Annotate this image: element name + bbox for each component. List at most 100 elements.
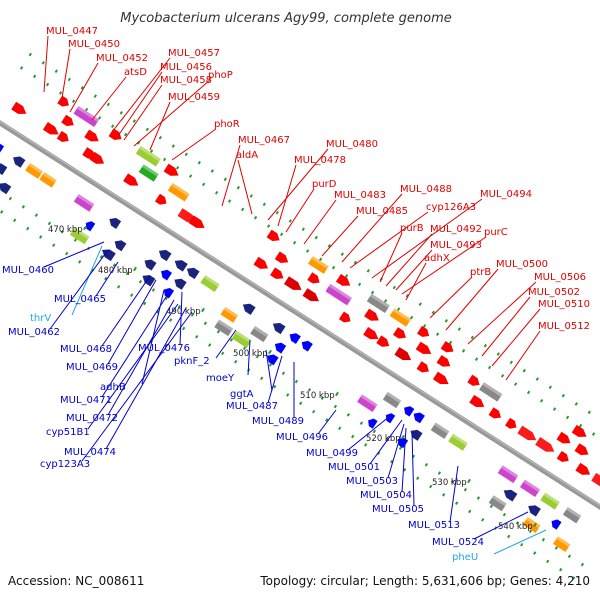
gene-arrow-shape	[416, 360, 430, 373]
ring-guide-dot	[567, 554, 572, 559]
reverse-gene-arrow	[301, 340, 314, 352]
ring-guide-dot	[221, 351, 225, 356]
gene-box-shine	[42, 172, 57, 183]
reverse-label-line	[87, 303, 179, 430]
reverse-gene-label: MUL_0505	[372, 504, 424, 515]
ring-guide-dot	[500, 373, 505, 378]
reverse-gene-arrow	[0, 143, 5, 155]
ring-guide-dot	[437, 471, 442, 475]
forward-label-line	[385, 233, 433, 287]
gene-box-shine	[434, 422, 450, 434]
forward-label-line	[277, 164, 297, 227]
gene-arrow-shape	[163, 163, 179, 176]
gene-box-shape	[231, 330, 252, 349]
reverse-gene-box	[552, 536, 571, 553]
reverse-gene-box	[231, 330, 252, 349]
ring-guide-dot	[513, 382, 518, 386]
ring-guide-dot	[528, 529, 533, 534]
gene-arrow-shape	[60, 114, 75, 127]
reverse-gene-arrow	[267, 354, 279, 366]
forward-gene-arrow	[363, 308, 380, 321]
ring-guide-dot	[117, 285, 121, 289]
gene-box-shine	[451, 433, 468, 446]
gene-box-shine	[235, 330, 252, 343]
reverse-label-line	[81, 311, 193, 462]
forward-label-line	[491, 308, 541, 367]
forward-label-line	[285, 188, 315, 233]
ring-guide-dot	[370, 290, 375, 295]
ring-guide-dot	[54, 69, 58, 73]
ring-guide-dot	[8, 196, 13, 201]
forward-gene-label: atsD	[124, 67, 147, 78]
forward-gene-label: cyp126A3	[426, 202, 476, 213]
ring-guide-dot	[364, 443, 368, 447]
forward-gene-label: MUL_0510	[538, 299, 590, 310]
forward-gene-arrow	[436, 354, 451, 367]
gene-box-shine	[223, 306, 239, 318]
gene-arrow-shape	[42, 121, 59, 135]
forward-label-line	[379, 232, 403, 283]
forward-gene-label: MUL_0457	[168, 48, 220, 59]
reverse-label-line	[493, 529, 547, 555]
ring-guide-dot	[468, 509, 472, 514]
ring-guide-dot	[104, 276, 108, 281]
gene-arrow-shape	[174, 278, 187, 291]
reverse-gene-arrow	[274, 342, 287, 354]
reverse-gene-arrow	[367, 418, 378, 429]
forward-gene-arrow	[306, 271, 320, 284]
gene-arrow-shape	[376, 335, 390, 347]
reverse-label-line	[473, 511, 529, 540]
reverse-gene-label: ggtA	[230, 389, 254, 400]
gene-arrow-shape	[363, 308, 380, 321]
forward-label-line	[149, 101, 171, 151]
forward-label-line	[171, 128, 217, 161]
ring-guide-dot	[132, 119, 136, 123]
forward-label-line	[267, 148, 329, 221]
forward-gene-label: purB	[400, 223, 424, 234]
gene-box-shape	[25, 162, 43, 179]
forward-gene-arrow	[467, 374, 480, 387]
forward-gene-arrow	[269, 267, 284, 280]
forward-gene-arrow	[575, 462, 591, 476]
map-title: Mycobacterium ulcerans Agy99, complete g…	[120, 11, 452, 26]
ring-guide-dot	[305, 249, 310, 253]
forward-label-line	[117, 71, 163, 137]
reverse-gene-label: MUL_0465	[54, 294, 106, 305]
kbp-tick-mark	[335, 391, 339, 397]
reverse-label-line	[179, 291, 183, 346]
gene-arrow-shape	[56, 130, 69, 143]
ring-guide-dot	[242, 346, 247, 351]
gene-box-shine	[171, 183, 190, 197]
forward-gene-arrow	[432, 371, 449, 385]
reverse-gene-arrow	[142, 274, 156, 287]
forward-gene-label: MUL_0478	[294, 155, 346, 166]
reverse-label-line	[267, 355, 283, 404]
gene-box-shape	[325, 283, 352, 306]
reverse-label-line	[449, 465, 459, 523]
ring-guide-dot	[409, 315, 414, 320]
ring-guide-dot	[97, 116, 102, 120]
ring-guide-dot	[429, 484, 433, 489]
ring-guide-dot	[357, 282, 362, 287]
ring-guide-dot	[483, 343, 487, 348]
ring-guide-dot	[41, 61, 45, 65]
gene-box-shine	[217, 319, 234, 332]
gene-box-shine	[139, 145, 161, 162]
gene-box-shape	[167, 183, 190, 202]
ring-guide-dot	[507, 534, 511, 539]
forward-gene-arrow	[416, 325, 430, 338]
gene-arrow-shape	[142, 274, 156, 287]
forward-gene-box	[479, 382, 503, 402]
ring-guide-dot	[487, 365, 492, 370]
reverse-gene-box	[448, 433, 468, 451]
ring-guide-dot	[353, 260, 357, 265]
ring-guide-dot	[416, 476, 420, 480]
forward-gene-label: ptrB	[470, 267, 491, 278]
reverse-label-line	[95, 261, 119, 297]
ring-guide-dot	[522, 368, 526, 373]
forward-label-line	[221, 144, 241, 207]
ring-guide-dot	[184, 152, 188, 157]
ring-guide-dot	[292, 240, 297, 245]
ring-guide-dot	[526, 390, 531, 395]
gene-arrow-shape	[186, 267, 200, 280]
